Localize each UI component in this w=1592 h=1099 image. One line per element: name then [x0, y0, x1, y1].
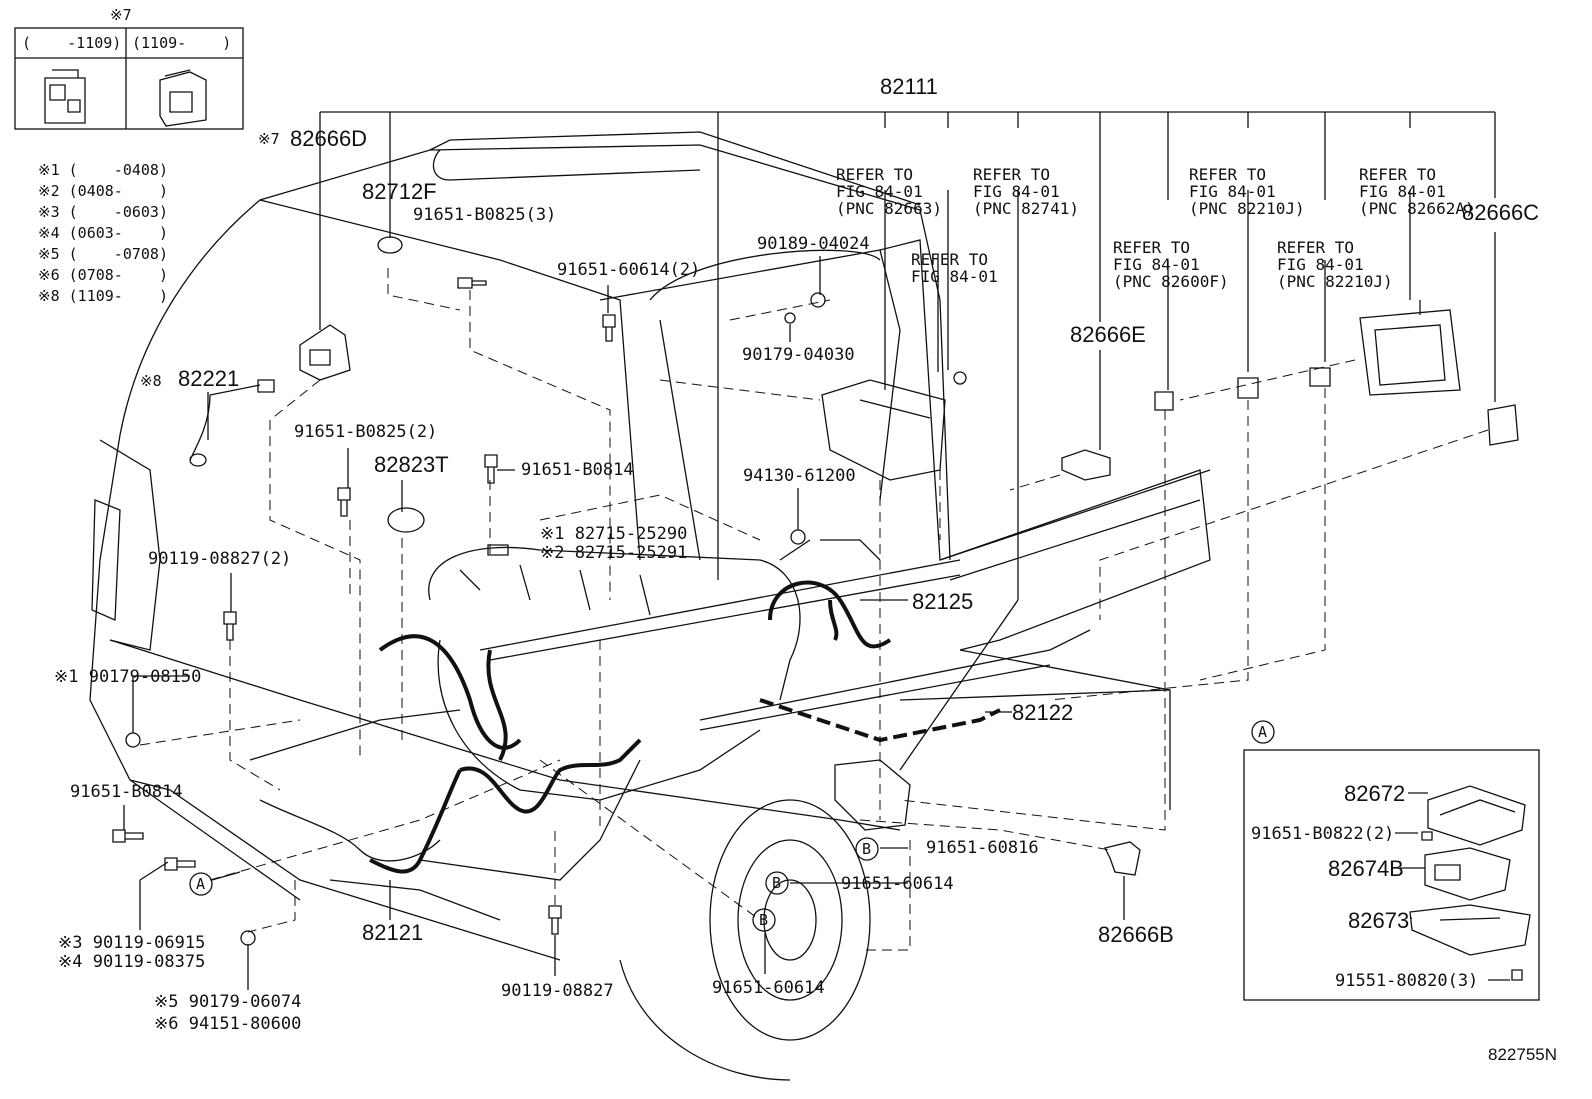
- front-wheel: [619, 799, 871, 1081]
- part-82673[interactable]: 82673: [1348, 908, 1410, 933]
- diagram-id: 822755N: [1488, 1045, 1558, 1064]
- callout-b[interactable]: B: [759, 911, 769, 929]
- part-82666C[interactable]: 82666C: [1462, 200, 1540, 225]
- ref-line: REFER TO: [1359, 165, 1437, 184]
- part-90179-06074[interactable]: ※5 90179-06074: [154, 992, 302, 1012]
- legend-item: ※6 (0708- ): [38, 266, 168, 284]
- part-91551-80820-3[interactable]: 91551-80820(3): [1335, 971, 1479, 991]
- inset-callout-a: A: [1258, 723, 1268, 741]
- part-91651-60614[interactable]: 91651-60614: [712, 978, 825, 998]
- part-82221[interactable]: 82221: [178, 366, 240, 391]
- inset-frame: [1243, 749, 1540, 1001]
- part-90119-08375[interactable]: ※4 90119-08375: [58, 952, 206, 972]
- part-mark: ※8: [140, 372, 162, 390]
- ref-line: (PNC 82210J): [1277, 272, 1393, 291]
- part-94130-61200[interactable]: 94130-61200: [743, 466, 856, 486]
- legend-item: ※5 ( -0708): [38, 245, 168, 263]
- ref-line: REFER TO: [1189, 165, 1267, 184]
- variant-table-frame: [14, 27, 244, 130]
- ref-line: REFER TO: [973, 165, 1051, 184]
- ref-line: REFER TO: [911, 250, 989, 269]
- leader-82111: [319, 111, 1496, 771]
- part-91651-60614-2[interactable]: 91651-60614(2): [557, 260, 701, 280]
- part-82666E[interactable]: 82666E: [1070, 322, 1146, 347]
- part-90119-08827-2[interactable]: 90119-08827(2): [148, 549, 292, 569]
- part-82715-25291[interactable]: ※2 82715-25291: [540, 543, 688, 563]
- legend-item: ※2 (0408- ): [38, 182, 168, 200]
- variant-table-col1: ( -1109): [22, 34, 122, 52]
- ref-line: FIG 84-01: [1113, 255, 1200, 274]
- ref-line: FIG 84-01: [1189, 182, 1276, 201]
- part-91651-B0814[interactable]: 91651-B0814: [521, 460, 634, 480]
- callout-circles: [189, 720, 1275, 932]
- ref-line: (PNC 82741): [973, 199, 1079, 218]
- callout-a[interactable]: A: [196, 875, 206, 893]
- part-82666B[interactable]: 82666B: [1098, 922, 1174, 947]
- part-leaders: [123, 256, 1125, 990]
- callout-b[interactable]: B: [862, 840, 872, 858]
- harness-82121: [369, 634, 642, 874]
- part-94151-80600[interactable]: ※6 94151-80600: [154, 1014, 302, 1034]
- part-90189-04024[interactable]: 90189-04024: [757, 234, 870, 254]
- ref-line: FIG 84-01: [973, 182, 1060, 201]
- part-82666D[interactable]: 82666D: [290, 126, 368, 151]
- ref-line: (PNC 82662A): [1359, 199, 1475, 218]
- engine-outline: [329, 546, 801, 921]
- part-82121[interactable]: 82121: [362, 920, 424, 945]
- ref-line: FIG 84-01: [911, 267, 998, 286]
- ref-line: REFER TO: [1113, 238, 1191, 257]
- ref-line: FIG 84-01: [836, 182, 923, 201]
- part-91651-B0814[interactable]: 91651-B0814: [70, 782, 183, 802]
- legend-item: ※4 (0603- ): [38, 224, 168, 242]
- part-91651-B0825-2[interactable]: 91651-B0825(2): [294, 422, 438, 442]
- part-mark: ※7: [258, 130, 280, 148]
- ref-line: (PNC 82210J): [1189, 199, 1305, 218]
- dashed-guides: [139, 268, 1489, 951]
- ref-line: (PNC 82600F): [1113, 272, 1229, 291]
- part-82715-25290[interactable]: ※1 82715-25290: [540, 524, 688, 544]
- variant-table-mark: ※7: [110, 6, 132, 24]
- legend-item: ※8 (1109- ): [38, 287, 168, 305]
- part-82823T[interactable]: 82823T: [374, 452, 449, 477]
- callout-b[interactable]: B: [772, 874, 782, 892]
- harness-thin: [189, 384, 1091, 862]
- harness-82122: [759, 698, 1001, 743]
- legend-item: ※1 ( -0408): [38, 161, 168, 179]
- part-90119-08827[interactable]: 90119-08827: [501, 981, 614, 1001]
- ref-line: (PNC 82663): [836, 199, 942, 218]
- cab-outline: [89, 131, 1211, 961]
- legend-item: ※3 ( -0603): [38, 203, 168, 221]
- part-91651-B0825-3[interactable]: 91651-B0825(3): [413, 205, 557, 225]
- part-90179-04030[interactable]: 90179-04030: [742, 345, 855, 365]
- part-82674B[interactable]: 82674B: [1328, 856, 1404, 881]
- part-91651-60816[interactable]: 91651-60816: [926, 838, 1039, 858]
- ref-line: FIG 84-01: [1359, 182, 1446, 201]
- part-82122[interactable]: 82122: [1012, 700, 1074, 725]
- part-82672[interactable]: 82672: [1344, 781, 1406, 806]
- ref-line: REFER TO: [836, 165, 914, 184]
- part-90179-08150[interactable]: ※1 90179-08150: [54, 667, 202, 687]
- part-82111[interactable]: 82111: [880, 74, 938, 99]
- ref-line: REFER TO: [1277, 238, 1355, 257]
- ref-line: FIG 84-01: [1277, 255, 1364, 274]
- part-91651-60614[interactable]: 91651-60614: [841, 874, 954, 894]
- part-90119-06915[interactable]: ※3 90119-06915: [58, 933, 206, 953]
- part-91651-B0822-2[interactable]: 91651-B0822(2): [1251, 824, 1395, 844]
- variant-table-col2: (1109- ): [132, 34, 232, 52]
- part-82712F[interactable]: 82712F: [362, 179, 437, 204]
- part-82125[interactable]: 82125: [912, 589, 974, 614]
